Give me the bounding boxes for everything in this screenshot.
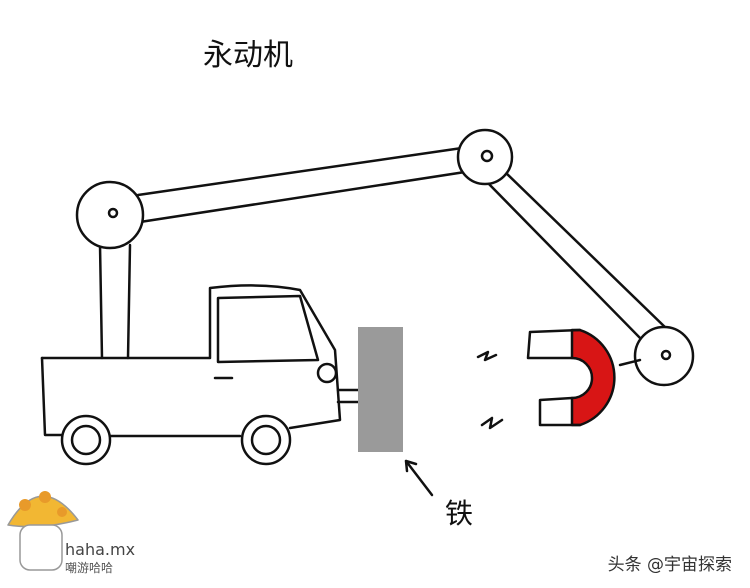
iron-label: 铁 xyxy=(445,497,474,530)
watermark: 头条 @宇宙探索 xyxy=(607,555,732,575)
force-zigzag xyxy=(480,416,504,430)
joint-left xyxy=(75,180,145,250)
drawing-title: 永动机 xyxy=(203,38,293,73)
arrow-icon xyxy=(404,459,434,497)
rear-wheel xyxy=(60,414,112,466)
logo-subtitle: 嘲游哈哈 xyxy=(65,561,114,575)
logo-text: haha.mx 嘲游哈哈 xyxy=(65,541,135,577)
logo-name: haha.mx xyxy=(65,540,136,559)
force-zigzag xyxy=(476,350,498,362)
iron-block xyxy=(358,327,403,452)
mushroom-logo xyxy=(7,491,79,571)
front-wheel xyxy=(240,414,292,466)
truck xyxy=(40,284,360,466)
magnet xyxy=(526,328,642,427)
joint-right xyxy=(633,325,695,387)
joint-top xyxy=(456,128,514,186)
crane-arm xyxy=(98,146,670,360)
